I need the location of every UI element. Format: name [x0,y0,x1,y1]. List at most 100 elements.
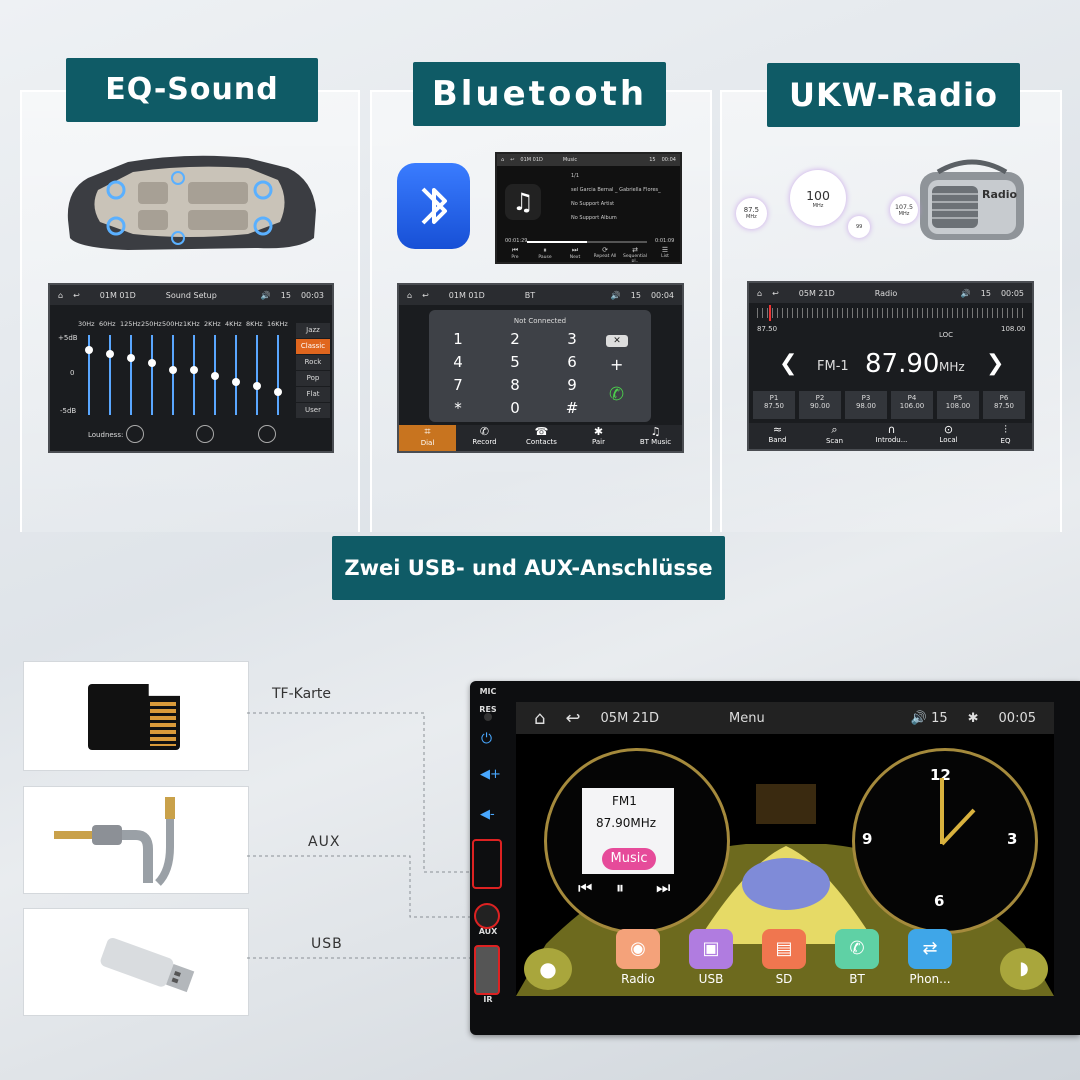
eq-slider-knob[interactable] [85,346,93,355]
music-control[interactable]: ⏮Pre [501,246,529,260]
app-usb-icon[interactable]: ▣ [689,929,733,969]
dial-tab[interactable]: ✆Record [456,425,513,451]
app-radio-icon[interactable]: ◉ [616,929,660,969]
dial-key[interactable]: 6 [567,353,577,371]
home-icon[interactable]: ⌂ [534,707,546,729]
dial-key[interactable]: # [565,399,579,417]
dial-tab[interactable]: ⌗Dial [399,425,456,451]
eq-slider-knob[interactable] [127,353,135,362]
home-icon[interactable]: ⌂ [58,290,64,300]
eq-sliders[interactable] [82,335,292,415]
tf-card-slot[interactable] [472,839,502,889]
eq-slider-knob[interactable] [274,388,282,397]
delete-icon[interactable]: ✕ [606,335,628,347]
radio-bottom-button[interactable]: ≈Band [749,423,806,449]
back-icon[interactable]: ↩ [565,707,581,729]
eq-preset-item[interactable]: User [296,403,330,418]
dial-tab[interactable]: ✱Pair [570,425,627,451]
dial-key[interactable]: 8 [510,376,520,394]
loudness-icon[interactable] [126,425,144,443]
eq-slider[interactable] [211,335,219,415]
call-icon[interactable]: ✆ [609,384,625,405]
back-icon[interactable]: ↩ [73,290,80,300]
eq-slider[interactable] [169,335,177,415]
eq-slider[interactable] [274,335,282,415]
dial-key[interactable]: 2 [510,330,520,348]
eq-slider[interactable] [106,335,114,415]
eq-slider-knob[interactable] [106,349,114,358]
back-icon[interactable]: ↩ [772,288,779,298]
volume-down-icon[interactable]: ◀- [480,807,495,822]
reset-icon[interactable] [258,425,276,443]
dial-key[interactable]: 5 [510,353,520,371]
music-control[interactable]: ⟳Repeat All [591,246,619,259]
eq-slider-knob[interactable] [211,372,219,380]
dial-key[interactable]: 9 [567,376,577,394]
eq-preset-item[interactable]: Jazz [296,323,330,338]
eq-slider-knob[interactable] [232,377,240,386]
eq-preset-item[interactable]: Rock [296,355,330,370]
reset-button[interactable] [484,713,492,721]
volume-up-icon[interactable]: ◀+ [480,767,501,782]
eq-slider-knob[interactable] [169,366,177,375]
radio-bottom-button[interactable]: ∩Introdu... [863,423,920,449]
back-icon[interactable]: ↩ [422,290,429,300]
dial-key[interactable]: * [454,399,462,417]
eq-preset-item[interactable]: Flat [296,387,330,402]
tuning-scale[interactable] [757,308,1024,318]
progress-bar[interactable] [527,241,647,243]
eq-slider[interactable] [127,335,135,415]
eq-settings-icon[interactable] [196,425,214,443]
dial-key[interactable]: 7 [453,376,463,394]
dial-key[interactable]: 0 [510,399,520,417]
pause-icon[interactable]: ⏸ [616,878,625,897]
android-icon[interactable]: ◗ [1000,948,1048,990]
app-bt-icon[interactable]: ✆ [835,929,879,969]
dial-key[interactable]: 3 [567,330,577,348]
back-icon[interactable]: ↩ [510,157,515,163]
dial-tab[interactable]: ☎Contacts [513,425,570,451]
dial-tab[interactable]: ♫BT Music [627,425,682,451]
plus-icon[interactable]: + [610,355,624,374]
music-control[interactable]: ⏭Next [561,246,589,260]
music-control[interactable]: ⇄Sequential pl.. [621,246,649,262]
app-sd-icon[interactable]: ▤ [762,929,806,969]
aux-port[interactable] [474,903,500,929]
eq-slider-knob[interactable] [190,366,198,375]
eq-slider-knob[interactable] [253,381,261,390]
music-control[interactable]: ⏸Pause [531,246,559,260]
eq-slider[interactable] [232,335,240,415]
radio-bottom-icon: ⊙ [943,423,954,436]
music-control[interactable]: ☰List [651,246,679,259]
radio-bottom-button[interactable]: ⫶EQ [977,423,1032,449]
dial-key[interactable]: 1 [453,330,463,348]
home-icon[interactable]: ⌂ [501,157,505,163]
home-icon[interactable]: ⌂ [757,288,763,298]
eq-preset-item[interactable]: Classic [296,339,330,354]
radio-bottom-button[interactable]: ⊙Local [920,423,977,449]
eq-slider-knob[interactable] [148,358,156,367]
prev-station-icon[interactable]: ❮ [779,351,798,376]
eq-slider[interactable] [85,335,93,415]
power-icon[interactable]: ⏻ [481,731,493,747]
eq-slider[interactable] [148,335,156,415]
eq-slider[interactable] [190,335,198,415]
app-phon-icon[interactable]: ⇄ [908,929,952,969]
apple-icon[interactable]: ● [524,948,572,990]
prev-track-icon[interactable]: ⏮ [578,878,593,897]
dial-key[interactable]: 4 [453,353,463,371]
usb-stick-icon [100,937,195,993]
next-track-icon[interactable]: ⏭ [656,878,671,897]
next-station-icon[interactable]: ❯ [986,351,1005,376]
radio-bottom-button[interactable]: ⌕Scan [806,423,863,449]
eq-slider[interactable] [253,335,261,415]
usb-port[interactable] [474,945,500,995]
eq-preset-item[interactable]: Pop [296,371,330,386]
home-icon[interactable]: ⌂ [407,290,413,300]
